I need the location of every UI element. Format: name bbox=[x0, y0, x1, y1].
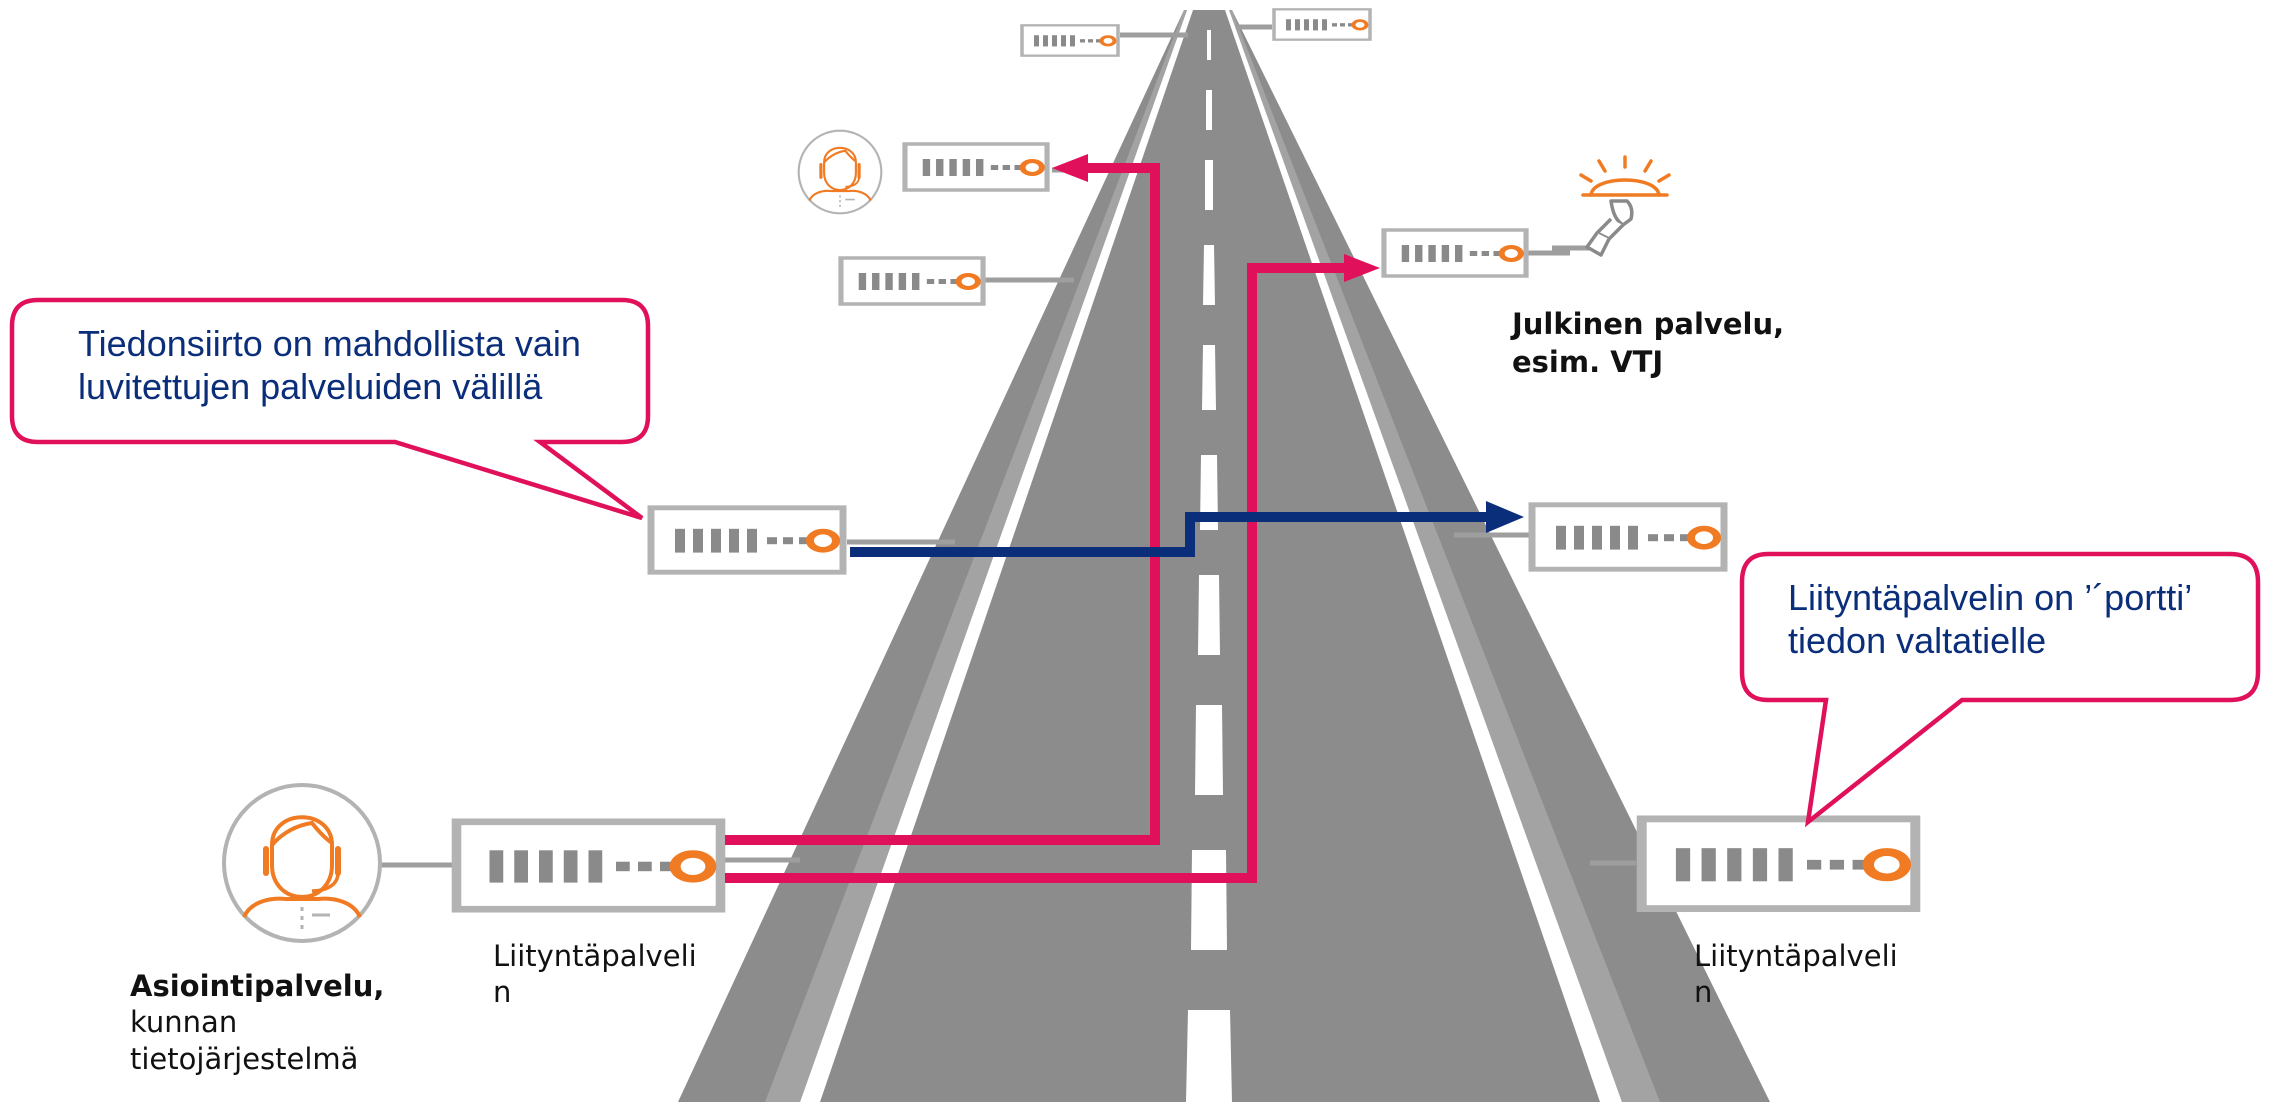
customer-service-person-icon bbox=[224, 785, 380, 941]
road-center-line bbox=[1186, 30, 1232, 1102]
road-edge-line-right bbox=[1225, 10, 1622, 1102]
server-upper-left bbox=[905, 144, 1047, 190]
server-mid-upper-left bbox=[841, 258, 983, 304]
server-liityntapalvelin-right bbox=[1642, 819, 1916, 909]
julkinen-palvelu-label: Julkinen palvelu, esim. VTJ bbox=[1512, 306, 1784, 381]
callout-right-text: Liityntäpalvelin on ’´portti’ tiedon val… bbox=[1788, 577, 2191, 662]
road-surface bbox=[678, 10, 1770, 1102]
liityntapalvelin-left-line1: Liityntäpalveli bbox=[493, 939, 697, 973]
asiointipalvelu-label: Asiointipalvelu, kunnan tietojärjestelmä bbox=[130, 968, 384, 1077]
liityntapalvelin-left-label: Liityntäpalveli n bbox=[493, 938, 697, 1011]
server-top-left bbox=[1020, 23, 1120, 58]
liityntapalvelin-right-line1: Liityntäpalveli bbox=[1694, 939, 1898, 973]
server-public-service bbox=[1384, 230, 1526, 276]
server-middle-right bbox=[1532, 505, 1724, 569]
server-top-right bbox=[1272, 7, 1372, 42]
arrow-blue bbox=[850, 501, 1524, 557]
asiointipalvelu-line2: tietojärjestelmä bbox=[130, 1041, 359, 1076]
julkinen-palvelu-line1: Julkinen palvelu, bbox=[1512, 307, 1785, 341]
callout-right bbox=[1739, 551, 2261, 828]
julkinen-palvelu-line2: esim. VTJ bbox=[1512, 344, 1664, 379]
customer-service-person-icon-small bbox=[797, 129, 883, 215]
liityntapalvelin-left-line2: n bbox=[493, 975, 512, 1010]
callout-left-text: Tiedonsiirto on mahdollista vain luvitet… bbox=[78, 323, 581, 408]
liityntapalvelin-right-line2: n bbox=[1694, 975, 1713, 1010]
asiointipalvelu-line1: kunnan bbox=[130, 1005, 238, 1040]
arrow-red-lower bbox=[725, 254, 1380, 883]
liityntapalvelin-right-label: Liityntäpalveli n bbox=[1694, 938, 1898, 1011]
waiter-serving-tray-icon bbox=[1579, 155, 1671, 257]
server-liityntapalvelin-left bbox=[457, 822, 721, 909]
arrow-red-upper bbox=[725, 154, 1160, 845]
road-shoulder-right bbox=[1229, 10, 1660, 1102]
server-middle-left bbox=[651, 508, 843, 572]
callout-left bbox=[9, 297, 651, 521]
asiointipalvelu-title: Asiointipalvelu, bbox=[130, 969, 385, 1003]
